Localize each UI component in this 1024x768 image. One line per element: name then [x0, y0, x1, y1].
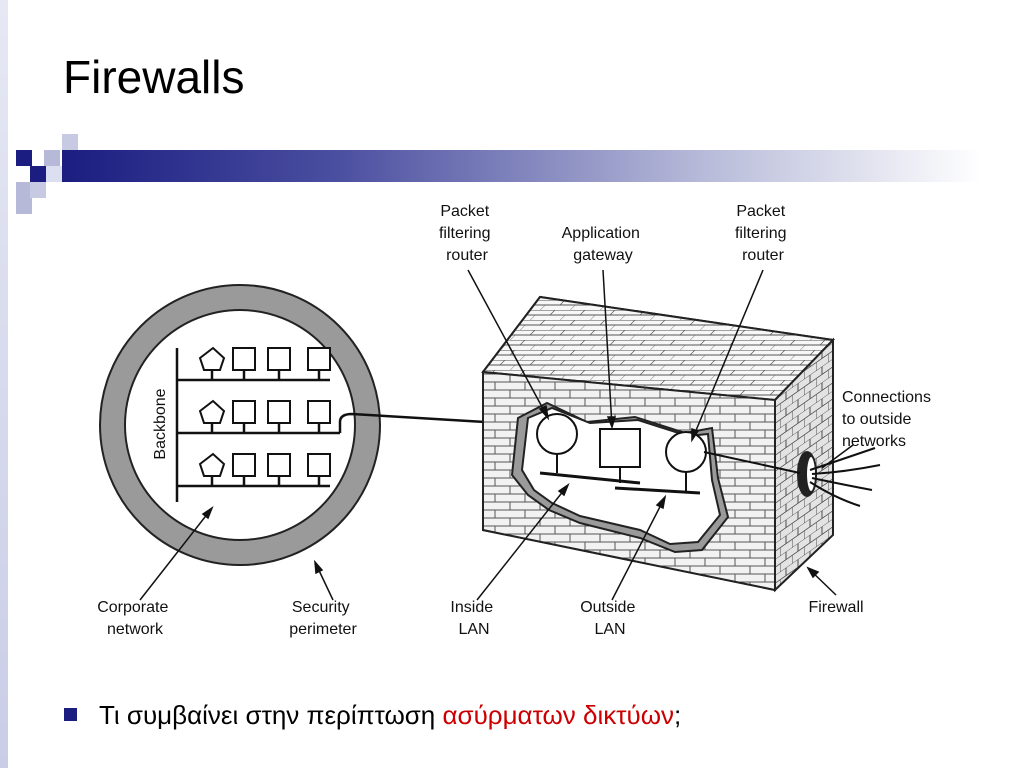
label-outside-lan: Outside LAN [580, 599, 640, 638]
corporate-network-ring [99, 284, 381, 566]
bullet-square-icon [64, 707, 77, 721]
label-corporate-network: Corporate network [97, 599, 173, 638]
bullet-question: Τι συμβαίνει στην περίπτωση ασύρματων δι… [64, 700, 681, 731]
left-decor-stripe [0, 0, 8, 768]
label-connections-outside: Connections to outside networks [842, 389, 935, 450]
label-pf-router-right: Packet filtering router [735, 203, 791, 264]
label-pf-router-left: Packet filtering router [439, 203, 495, 264]
label-application-gateway: Application gateway [562, 225, 645, 264]
firewall-wall [481, 295, 836, 593]
firewall-diagram: Packet filtering router Application gate… [97, 203, 935, 638]
title-underline-bar [62, 150, 982, 182]
bullet-text-highlight: ασύρματων δικτύων [442, 700, 675, 730]
bullet-text-prefix: Τι συμβαίνει στην περίπτωση [99, 700, 443, 730]
firewall-internals [536, 413, 801, 495]
outside-cables [809, 447, 881, 507]
slide-title: Firewalls [63, 51, 245, 103]
bullet-text-suffix: ; [674, 700, 682, 730]
label-security-perimeter: Security perimeter [289, 599, 357, 638]
label-pointers [139, 269, 854, 601]
corporate-link-cable [338, 412, 486, 433]
label-firewall: Firewall [808, 599, 863, 616]
label-backbone: Backbone [152, 388, 169, 459]
backbone-network [175, 346, 340, 502]
label-inside-lan: Inside LAN [450, 599, 497, 638]
